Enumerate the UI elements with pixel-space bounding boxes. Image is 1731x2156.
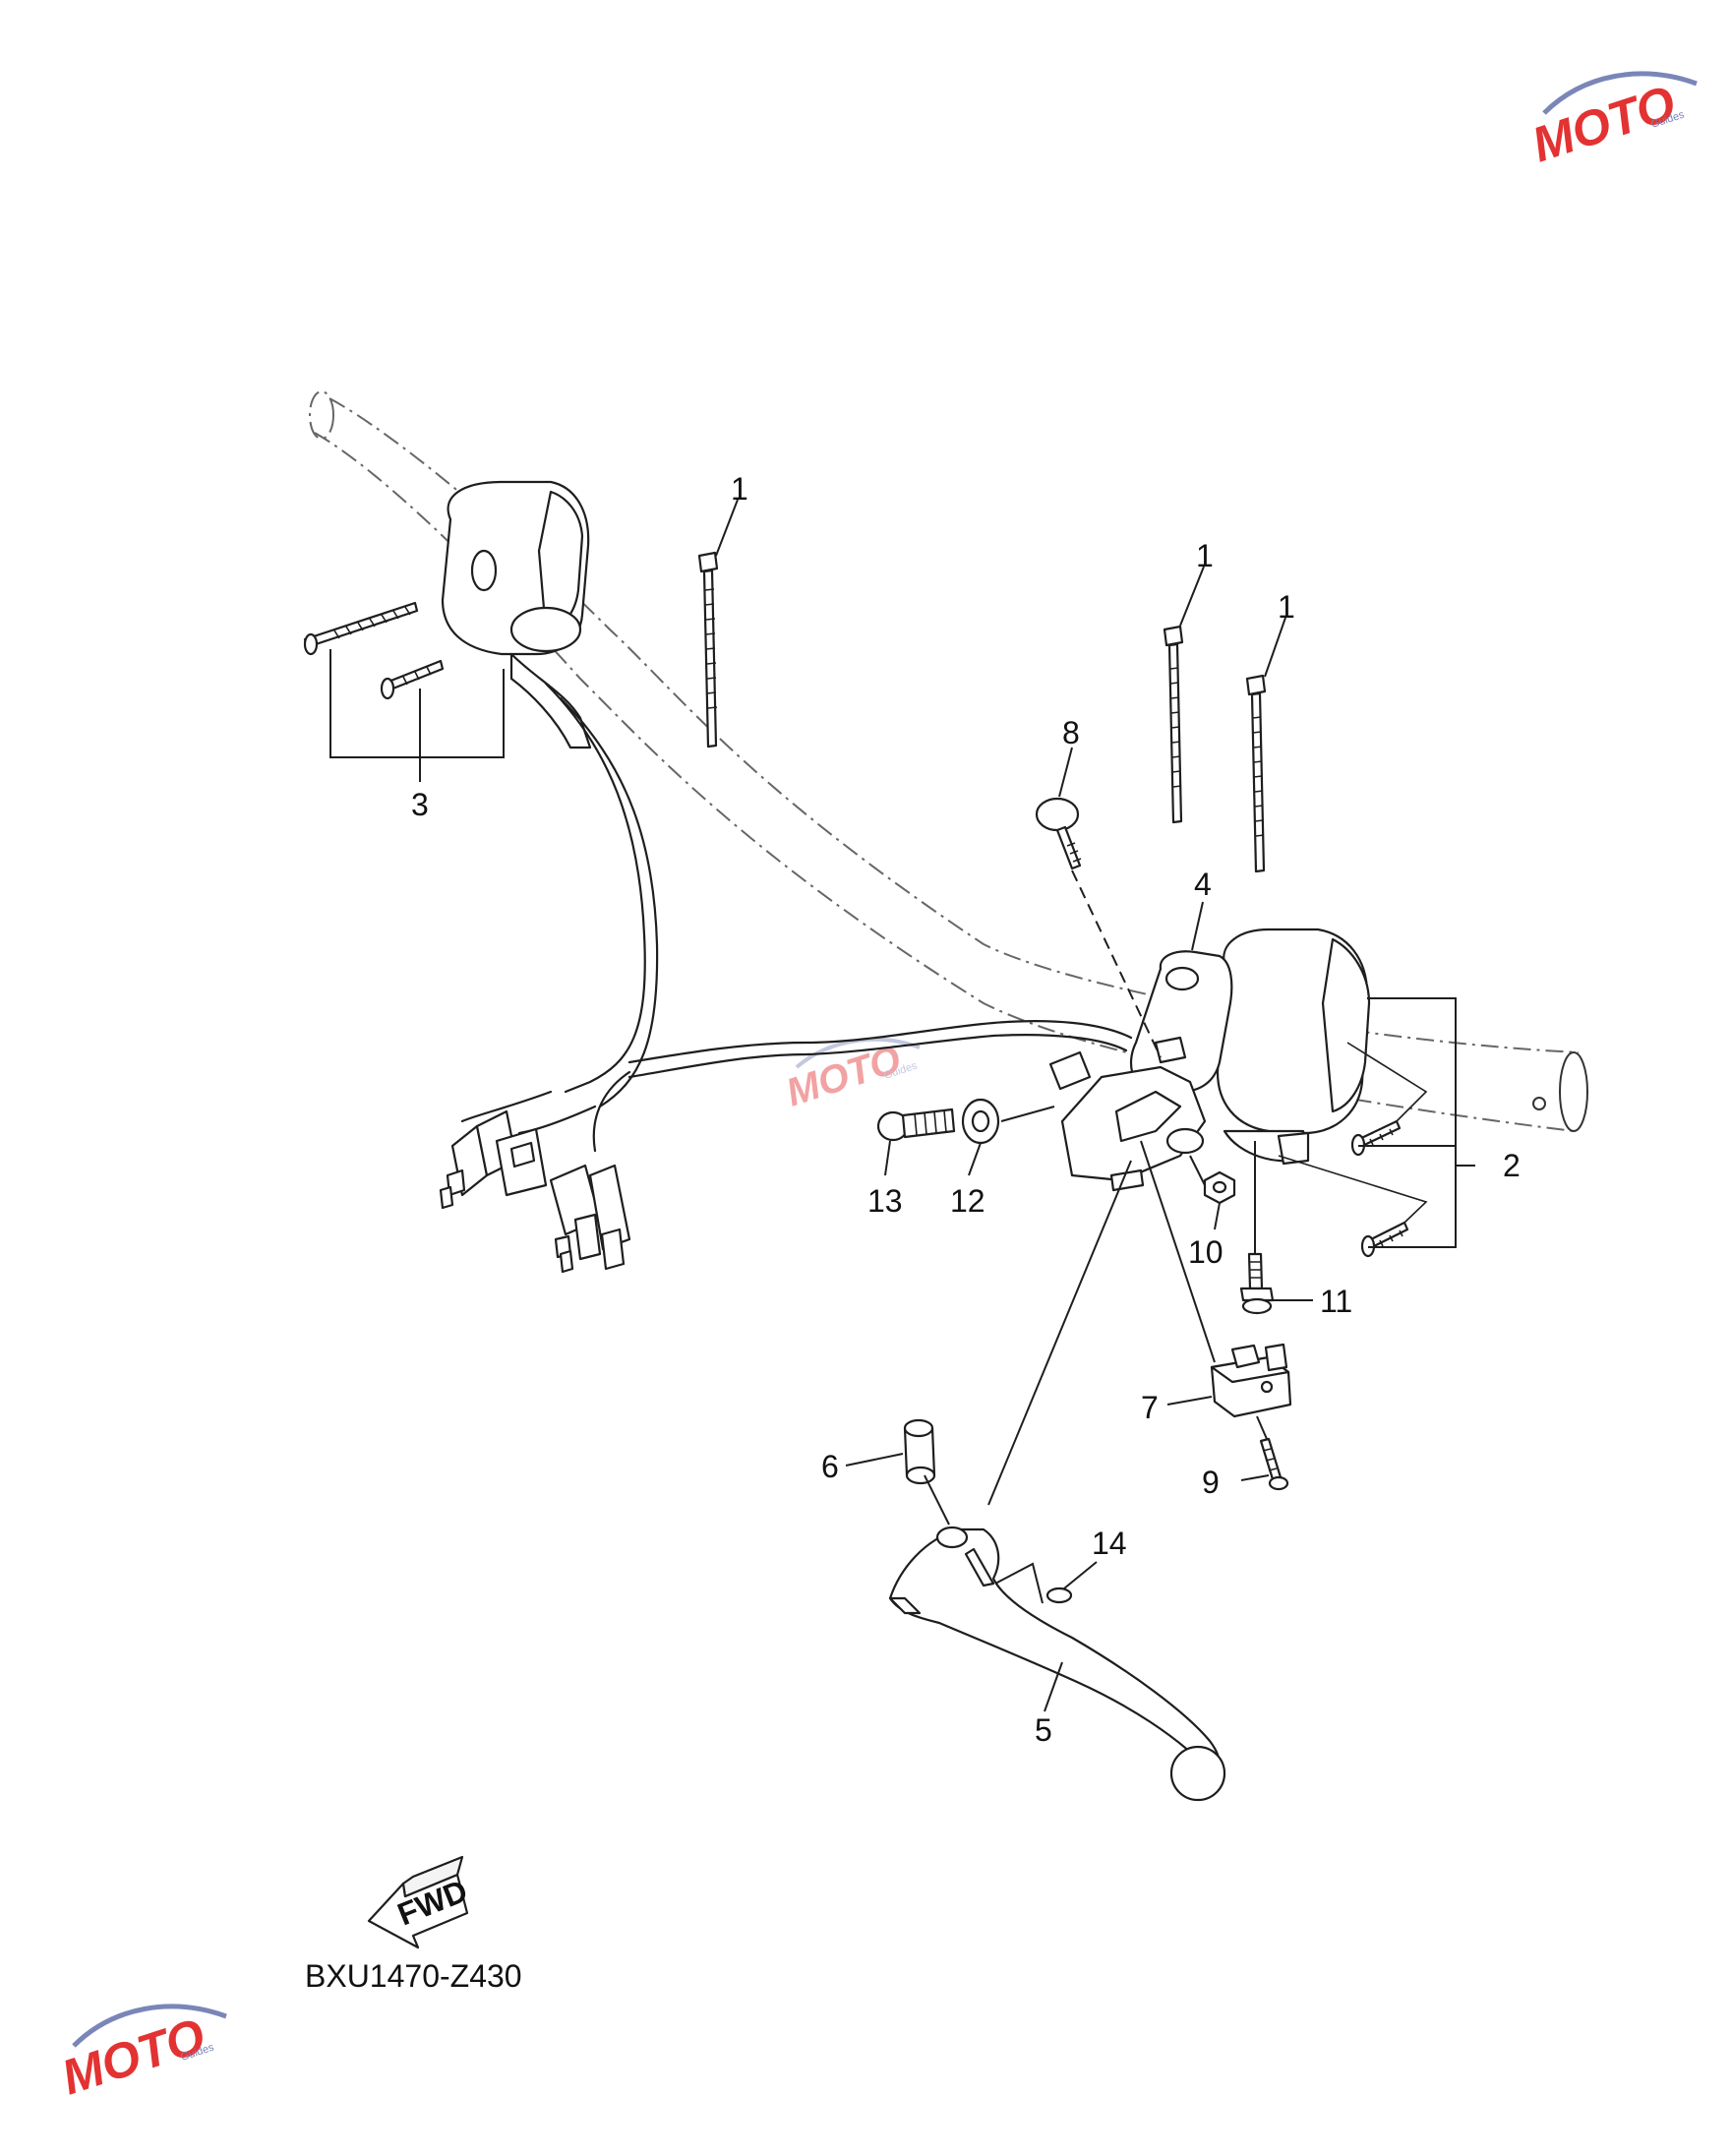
callout-7: 7 — [1141, 1390, 1159, 1425]
callout-5: 5 — [1035, 1712, 1052, 1748]
callout-11: 11 — [1320, 1284, 1352, 1319]
callout-1a: 1 — [731, 471, 748, 507]
watermark-logo-top-right: MOTO Guides — [1525, 71, 1698, 172]
cable-tie-1a — [697, 551, 719, 749]
callout-4: 4 — [1194, 867, 1212, 902]
callout-12: 12 — [950, 1183, 985, 1219]
right-handlebar-switch — [1216, 928, 1371, 1166]
part-code: BXU1470-Z430 — [305, 1958, 522, 1994]
callout-labels: 1 1 1 2 3 4 5 6 7 8 9 10 11 12 13 14 — [411, 471, 1521, 1748]
callout-9: 9 — [1202, 1465, 1220, 1500]
callout-10: 10 — [1188, 1234, 1224, 1270]
callout-3: 3 — [411, 787, 429, 822]
callout-14: 14 — [1092, 1526, 1127, 1561]
callout-6: 6 — [821, 1449, 839, 1484]
callout-2: 2 — [1503, 1148, 1521, 1183]
o-ring — [1045, 1587, 1073, 1604]
callout-1b: 1 — [1196, 538, 1214, 573]
right-switch-screw-lower — [1360, 1221, 1409, 1258]
left-switch-screw-short — [380, 659, 445, 700]
clutch-lever — [888, 1526, 1226, 1802]
callout-8: 8 — [1062, 715, 1080, 750]
callout-1c: 1 — [1278, 589, 1295, 625]
fwd-arrow-icon: FWD — [367, 1855, 472, 1949]
right-switch-screw-upper — [1350, 1119, 1402, 1157]
left-wiring-connector-b — [549, 1164, 631, 1274]
nut — [1203, 1170, 1236, 1205]
lever-holder — [1048, 950, 1233, 1192]
pivot-bolt — [1035, 797, 1082, 870]
left-switch-screw-long — [303, 601, 419, 656]
callout-13: 13 — [867, 1183, 903, 1219]
watermark-logo-bottom-left: MOTO Guides — [55, 2004, 227, 2105]
clutch-switch — [1210, 1343, 1292, 1418]
mounting-bolt — [1239, 1252, 1275, 1315]
washer — [961, 1098, 1000, 1145]
leader-lines — [329, 499, 1475, 1712]
cable-tie-1b — [1163, 625, 1184, 824]
switch-screw — [1259, 1437, 1289, 1491]
left-handlebar-switch — [441, 480, 592, 749]
left-switch-wiring — [460, 682, 1133, 1153]
left-wiring-connector-a — [439, 1109, 548, 1210]
adjuster-screw — [876, 1108, 956, 1142]
lever-collar — [903, 1418, 936, 1485]
watermark-logo-center: MOTO Guides — [781, 1037, 921, 1115]
cable-tie-1c — [1245, 674, 1267, 873]
